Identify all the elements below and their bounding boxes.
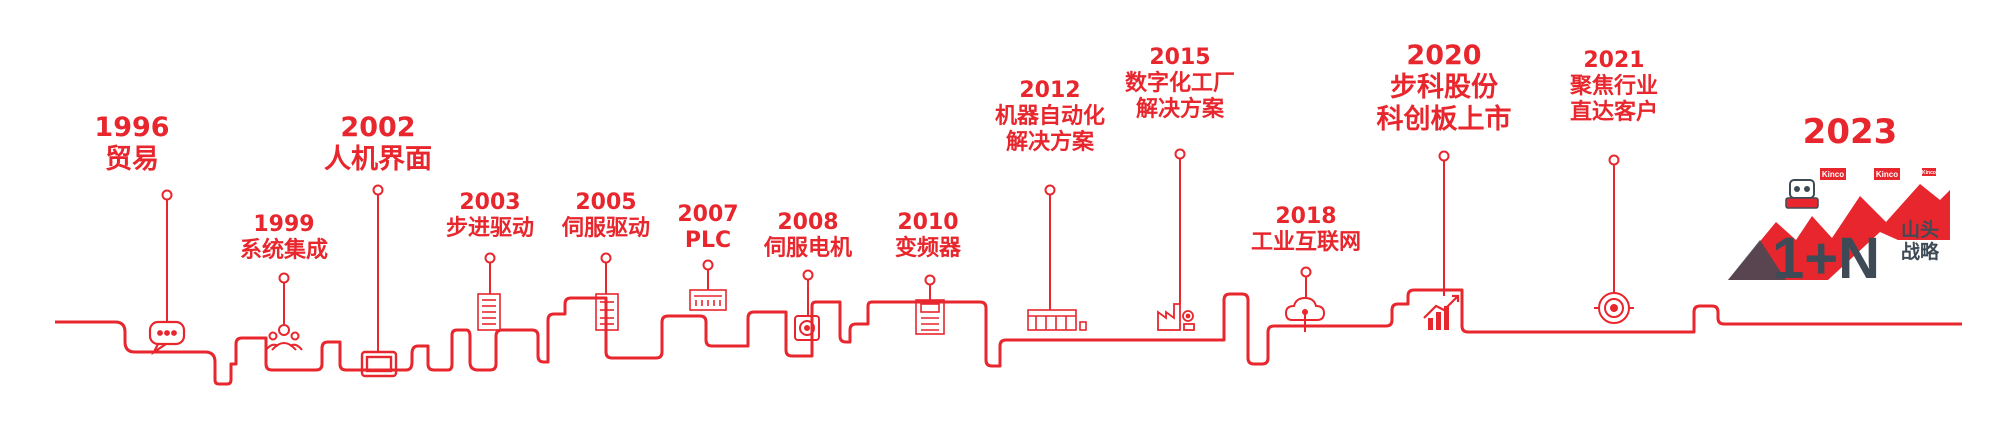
milestone-title: 伺服驱动 bbox=[561, 215, 650, 241]
milestone-title: 贸易 bbox=[105, 143, 159, 175]
milestone-year: 2010 bbox=[897, 210, 959, 235]
connector-dot bbox=[372, 184, 384, 196]
growth-chart-icon bbox=[1423, 294, 1460, 330]
milestone-title: 数字化工厂 bbox=[1124, 70, 1235, 96]
factory-icon bbox=[1157, 303, 1195, 331]
milestone-title: 聚焦行业 bbox=[1569, 73, 1658, 99]
connector-dot bbox=[924, 274, 936, 286]
connector-dot bbox=[1300, 266, 1312, 278]
milestone-2015: 2015 数字化工厂 解决方案 bbox=[1110, 45, 1250, 123]
milestone-2008: 2008 伺服电机 bbox=[748, 210, 868, 262]
connector-dot bbox=[702, 259, 714, 271]
mountain-robot-icon: Kinco Kinco Kinco 1+N 山头 战略 bbox=[1728, 168, 1950, 291]
milestone-2020: 2020 步科股份 科创板上市 bbox=[1364, 40, 1524, 136]
milestone-title: 伺服电机 bbox=[763, 235, 852, 261]
milestone-year: 2020 bbox=[1406, 40, 1482, 71]
milestone-year: 2012 bbox=[1019, 78, 1081, 103]
milestone-title-line2: 解决方案 bbox=[1005, 129, 1094, 155]
milestone-title: 机器自动化 bbox=[994, 103, 1105, 129]
milestone-title-line2: 科创板上市 bbox=[1376, 103, 1512, 135]
milestone-2005: 2005 伺服驱动 bbox=[546, 190, 666, 242]
milestone-title: 工业互联网 bbox=[1250, 229, 1361, 255]
milestone-2018: 2018 工业互联网 bbox=[1236, 204, 1376, 256]
milestone-title-line2: 直达客户 bbox=[1569, 99, 1658, 125]
milestone-2010: 2010 变频器 bbox=[878, 210, 978, 262]
connector-dot bbox=[1174, 148, 1186, 160]
inverter-icon bbox=[915, 299, 945, 335]
connector-dot bbox=[802, 269, 814, 281]
team-icon bbox=[265, 324, 303, 351]
cloud-icon bbox=[1284, 296, 1326, 332]
hmi-screen-icon bbox=[360, 350, 398, 378]
milestone-year: 2021 bbox=[1583, 48, 1645, 73]
milestone-year: 2003 bbox=[459, 190, 521, 215]
machine-line-icon bbox=[1027, 309, 1087, 331]
plc-icon bbox=[689, 289, 727, 311]
milestone-year: 2005 bbox=[575, 190, 637, 215]
kinco-flag-1: Kinco bbox=[1822, 170, 1844, 179]
milestone-title: 系统集成 bbox=[239, 237, 328, 263]
milestone-title: 步科股份 bbox=[1390, 71, 1498, 103]
slogan-1-plus-n: 1+N bbox=[1772, 226, 1880, 291]
milestone-year: 2008 bbox=[777, 210, 839, 235]
final-year: 2023 bbox=[1802, 112, 1898, 152]
target-icon bbox=[1594, 292, 1634, 324]
milestone-title: 步进驱动 bbox=[445, 215, 534, 241]
connector-dot bbox=[161, 189, 173, 201]
milestone-title-line2: 解决方案 bbox=[1135, 96, 1224, 122]
milestone-1999: 1999 系统集成 bbox=[224, 212, 344, 264]
milestone-2002: 2002 人机界面 bbox=[308, 112, 448, 176]
kinco-flag-3: Kinco bbox=[1922, 170, 1936, 176]
kinco-flag-2: Kinco bbox=[1876, 170, 1898, 179]
connector-dot bbox=[1044, 184, 1056, 196]
milestone-title: 变频器 bbox=[894, 235, 961, 261]
milestone-title: 人机界面 bbox=[324, 143, 432, 175]
strategy-line2: 战略 bbox=[1901, 240, 1940, 263]
stepper-drive-icon bbox=[477, 293, 501, 331]
milestone-title: PLC bbox=[684, 227, 732, 253]
milestone-year: 1996 bbox=[94, 112, 170, 143]
milestone-year: 2002 bbox=[340, 112, 416, 143]
milestone-2007: 2007 PLC bbox=[658, 202, 758, 254]
connector-dot bbox=[278, 272, 290, 284]
milestone-1996: 1996 贸易 bbox=[82, 112, 182, 176]
milestone-year: 1999 bbox=[253, 212, 315, 237]
milestone-year: 2015 bbox=[1149, 45, 1211, 70]
servo-motor-icon bbox=[794, 315, 820, 341]
milestone-2012: 2012 机器自动化 解决方案 bbox=[980, 78, 1120, 156]
strategy-line1: 山头 bbox=[1901, 219, 1939, 241]
milestone-2003: 2003 步进驱动 bbox=[430, 190, 550, 242]
connector-dot bbox=[1608, 154, 1620, 166]
servo-drive-icon bbox=[595, 293, 619, 331]
connector-dot bbox=[600, 252, 612, 264]
milestone-2021: 2021 聚焦行业 直达客户 bbox=[1544, 48, 1684, 126]
milestone-year: 2018 bbox=[1275, 204, 1337, 229]
milestone-year: 2007 bbox=[677, 202, 739, 227]
chat-bubble-icon bbox=[148, 320, 186, 356]
connector-dot bbox=[484, 252, 496, 264]
connector-dot bbox=[1438, 150, 1450, 162]
